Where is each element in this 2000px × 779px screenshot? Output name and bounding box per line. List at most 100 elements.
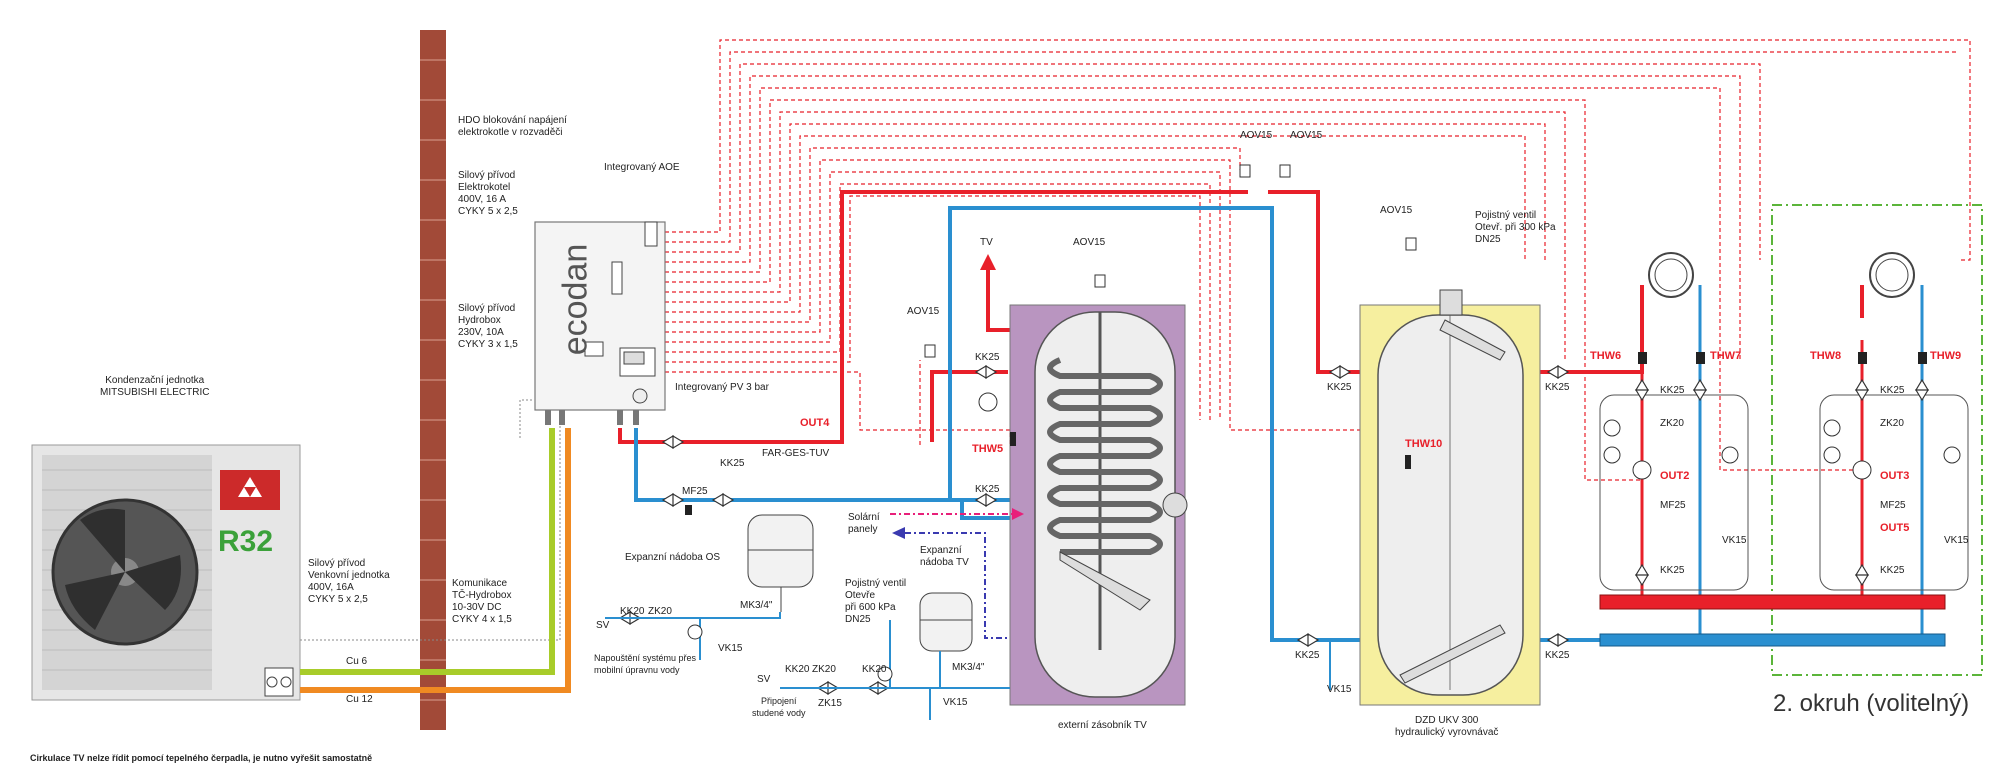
kk20-tag: KK20: [862, 664, 887, 675]
expansion-vessel-os: [747, 514, 814, 612]
thw9-tag: THW9: [1930, 350, 1962, 362]
mf25-tag: MF25: [682, 486, 708, 497]
r32-logo: R32: [218, 525, 274, 558]
pipe-cu12: [300, 428, 571, 693]
thw5-tag: THW5: [972, 443, 1004, 455]
integrovany-pv-label: Integrovaný PV 3 bar: [675, 382, 769, 393]
kk20-tag: KK20: [620, 606, 645, 617]
signal-lines: [665, 39, 1971, 481]
thw8-tag: THW8: [1810, 350, 1842, 362]
silovy-venkovni-label: Silový přívod Venkovní jednotka 400V, 16…: [308, 558, 390, 605]
aov15-tag: AOV15: [1240, 130, 1273, 141]
service-pipes: [605, 612, 1331, 720]
thw7-tag: THW7: [1710, 350, 1742, 362]
vk15-tag: VK15: [718, 643, 743, 654]
kk25-tag: KK25: [1545, 650, 1570, 661]
cu6-label: Cu 6: [346, 656, 368, 667]
zk20-tag: ZK20: [1660, 418, 1684, 429]
okruh2-label: 2. okruh (volitelný): [1773, 690, 1970, 717]
outdoor-unit: [31, 444, 301, 701]
tv-exp-arrow-head: [892, 527, 905, 539]
hot-pipes: [618, 190, 1864, 444]
tv-label: TV: [980, 237, 993, 248]
thw6-tag: THW6: [1590, 350, 1622, 362]
circuit1-box: [1599, 394, 1749, 591]
hdo-label: HDO blokování napájení elektrokotle v ro…: [458, 115, 567, 138]
solarni-label: Solární panely: [848, 512, 880, 535]
expanzni-tv-label: Expanzní nádoba TV: [920, 545, 969, 568]
circuit2-border: [1771, 204, 1983, 676]
mk3-tag: MK3/4": [740, 600, 773, 611]
out3-tag: OUT3: [1880, 470, 1910, 482]
far-label: FAR-GES-TUV: [762, 448, 830, 459]
vk15-tag: VK15: [1944, 535, 1969, 546]
blue-manifold: [1599, 633, 1946, 647]
silovy-hydrobox-label: Silový přívod Hydrobox 230V, 10A CYKY 3 …: [458, 303, 518, 350]
circuit2-box: [1819, 394, 1969, 591]
tv-tank: [1009, 304, 1188, 706]
pojistny-300-label: Pojistný ventil Otevř. při 300 kPa DN25: [1475, 210, 1556, 245]
brick-wall: [420, 30, 446, 730]
vk15-tag: VK15: [943, 697, 968, 708]
kk25-tag: KK25: [1880, 565, 1905, 576]
sensor-blocks: [685, 352, 1927, 515]
tv-exp-arrow: [905, 532, 1010, 639]
napousteni-label: Napouštění systému přes mobilní úpravnu …: [594, 653, 697, 675]
comm-line-2: [519, 399, 532, 440]
aov15-tag: AOV15: [907, 306, 940, 317]
externi-label: externí zásobník TV: [1058, 720, 1147, 731]
radiator-2: [1869, 252, 1915, 298]
kk25-tag: KK25: [975, 352, 1000, 363]
pojistny-600-label: Pojistný ventil Otevře při 600 kPa DN25: [845, 578, 907, 625]
mk3-tag: MK3/4": [952, 662, 985, 673]
vk15-tag: VK15: [1722, 535, 1747, 546]
kk25-tag: KK25: [1880, 385, 1905, 396]
thw10-tag: THW10: [1405, 438, 1443, 450]
integrovany-aoe-label: Integrovaný AOE: [604, 162, 680, 173]
kk25-tag: KK25: [1545, 382, 1570, 393]
zk20-tag: ZK20: [812, 664, 836, 675]
pipe-cu6: [300, 428, 555, 675]
kk20-tag: KK20: [785, 664, 810, 675]
ecodan-logo: ecodan: [556, 243, 595, 356]
kk25-tag: KK25: [1660, 385, 1685, 396]
red-manifold: [1599, 594, 1946, 610]
buffer-tank: [1359, 289, 1541, 706]
kk25-tag: KK25: [720, 458, 745, 469]
mf25-tag: MF25: [1880, 500, 1906, 511]
out4-tag: OUT4: [800, 417, 830, 429]
sv-tag: SV: [596, 620, 610, 631]
kk25-tag: KK25: [1295, 650, 1320, 661]
circuit-pipes: [1640, 285, 1924, 640]
zk20-tag: ZK20: [1880, 418, 1904, 429]
sv-tag: SV: [757, 674, 771, 685]
kk25-tag: KK25: [1327, 382, 1352, 393]
vk15-tag: VK15: [1327, 684, 1352, 695]
zk20-tag: ZK20: [648, 606, 672, 617]
kk25-tag: KK25: [975, 484, 1000, 495]
silovy-elektrokotel-label: Silový přívod Elektrokotel 400V, 16 A CY…: [458, 170, 518, 217]
zk15-tag: ZK15: [818, 698, 842, 709]
cu12-label: Cu 12: [346, 694, 373, 705]
pripojeni-label: Připojení studené vody: [752, 696, 806, 718]
solar-arrow-head: [1012, 508, 1024, 520]
tv-outlet: [986, 270, 1010, 332]
sensor-symbols: [687, 392, 1961, 682]
kondenzacni-label: Kondenzační jednotka MITSUBISHI ELECTRIC: [100, 375, 210, 398]
aov15-tag: AOV15: [1380, 205, 1413, 216]
tv-arrow: [980, 254, 996, 270]
expanzni-os-label: Expanzní nádoba OS: [625, 552, 721, 563]
cirkulace-note: Cirkulace TV nelze řídit pomocí tepelnéh…: [30, 753, 373, 763]
valves: [618, 364, 1930, 696]
air-vents: [924, 164, 1417, 358]
out2-tag: OUT2: [1660, 470, 1690, 482]
hydrobox: [534, 221, 666, 425]
mf25-tag: MF25: [1660, 500, 1686, 511]
expansion-vessel-tv: [919, 592, 973, 652]
radiator-1: [1648, 252, 1694, 298]
aov15-tag: AOV15: [1073, 237, 1106, 248]
kk25-tag: KK25: [1660, 565, 1685, 576]
komunikace-label: Komunikace TČ-Hydrobox 10-30V DC CYKY 4 …: [452, 578, 512, 625]
out5-tag: OUT5: [1880, 522, 1910, 534]
